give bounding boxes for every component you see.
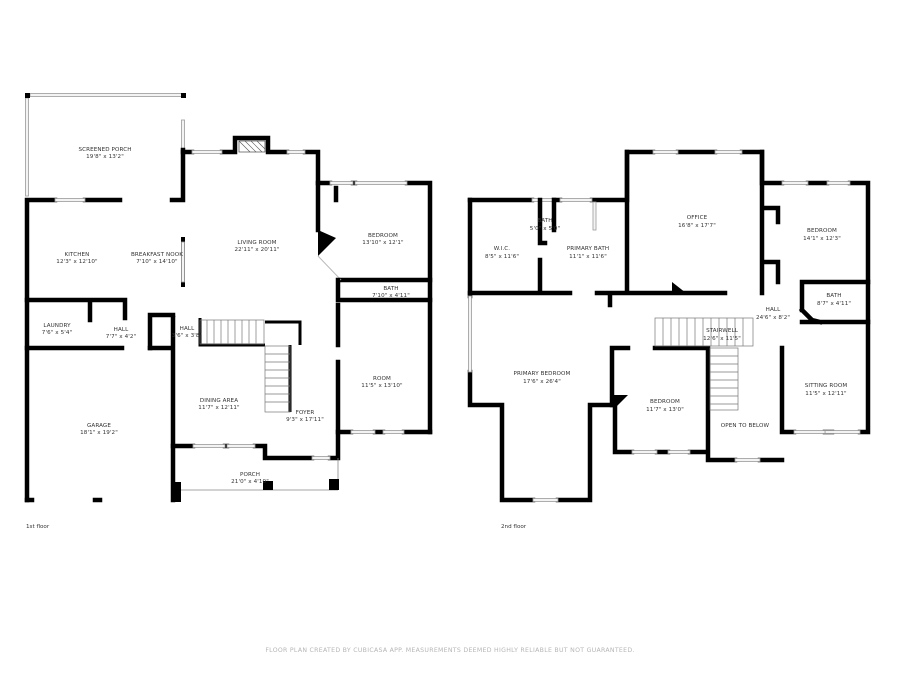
first-floor-plan [24,93,433,503]
room-name: HALL [766,307,781,313]
room-size: 17'6" x 26'4" [523,379,561,385]
room-size: 12'6" x 11'5" [703,336,741,342]
room-name: KITCHEN [65,252,90,258]
room-name: STAIRWELL [706,328,739,334]
second-floor-plan [467,149,871,503]
room-name: DINING AREA [200,398,238,404]
room-name: W.I.C. [494,246,511,252]
room-size: 11'5" x 13'10" [361,383,403,389]
room-labels-second-floor: W.I.C. 8'5" x 11'6" BATH 5'0" x 5'0" PRI… [485,215,851,530]
room-size: 24'6" x 8'2" [756,315,790,321]
staircase [199,319,291,413]
room-size: 7'7" x 4'2" [106,334,137,340]
room-size: 7'10" x 4'11" [372,293,410,299]
room-name: FOYER [296,410,315,416]
room-name: LAUNDRY [43,323,71,329]
room-name: BEDROOM [650,399,680,405]
room-name: OFFICE [687,215,708,221]
room-size: 18'1" x 19'2" [80,430,118,436]
room-size: 19'8" x 13'2" [86,154,124,160]
room-size: 11'1" x 11'6" [569,254,607,260]
room-name: GARAGE [87,423,111,429]
room-name: ROOM [373,376,391,382]
room-name: PORCH [240,472,260,478]
room-name: HALL [180,326,195,332]
room-size: 16'8" x 17'7" [678,223,716,229]
floor-label: 2nd floor [501,524,527,530]
disclaimer-footer: FLOOR PLAN CREATED BY CUBICASA APP. MEAS… [265,647,635,654]
room-size: 14'1" x 12'3" [803,236,841,242]
fireplace-icon [238,140,266,153]
staircase [654,317,754,411]
room-name: PRIMARY BEDROOM [514,371,571,377]
window [25,97,29,197]
room-size: 12'3" x 12'10" [56,259,98,265]
room-name: SITTING ROOM [805,383,848,389]
room-name: BATH [383,286,398,292]
window [181,119,185,151]
room-name: OPEN TO BELOW [721,423,770,429]
room-size: 3'6" x 3'8" [172,333,203,339]
room-size: 5'0" x 5'0" [530,226,561,232]
room-size: 11'7" x 12'11" [198,405,240,411]
room-size: 7'6" x 5'4" [42,330,73,336]
room-labels-first-floor: SCREENED PORCH 19'8" x 13'2" KITCHEN 12'… [26,147,410,530]
room-size: 22'11" x 20'11" [234,247,279,253]
room-size: 11'7" x 13'0" [646,407,684,413]
room-size: 8'7" x 4'11" [817,301,851,307]
room-size: 9'3" x 17'11" [286,417,324,423]
room-name: HALL [114,327,129,333]
room-name: BATH [826,293,841,299]
room-size: 21'0" x 4'10" [231,479,269,485]
window [29,93,183,97]
room-size: 11'5" x 12'11" [805,391,847,397]
room-name: BEDROOM [368,233,398,239]
room-name: PRIMARY BATH [567,246,609,252]
room-name: BATH [537,218,552,224]
room-name: BREAKFAST NOOK [131,252,183,258]
room-size: 13'10" x 12'1" [362,240,404,246]
room-name: SCREENED PORCH [78,147,131,153]
room-name: BEDROOM [807,228,837,234]
room-size: 8'5" x 11'6" [485,254,519,260]
floor-label: 1st floor [26,524,50,530]
room-name: LIVING ROOM [237,240,276,246]
room-size: 7'10" x 14'10" [136,259,178,265]
